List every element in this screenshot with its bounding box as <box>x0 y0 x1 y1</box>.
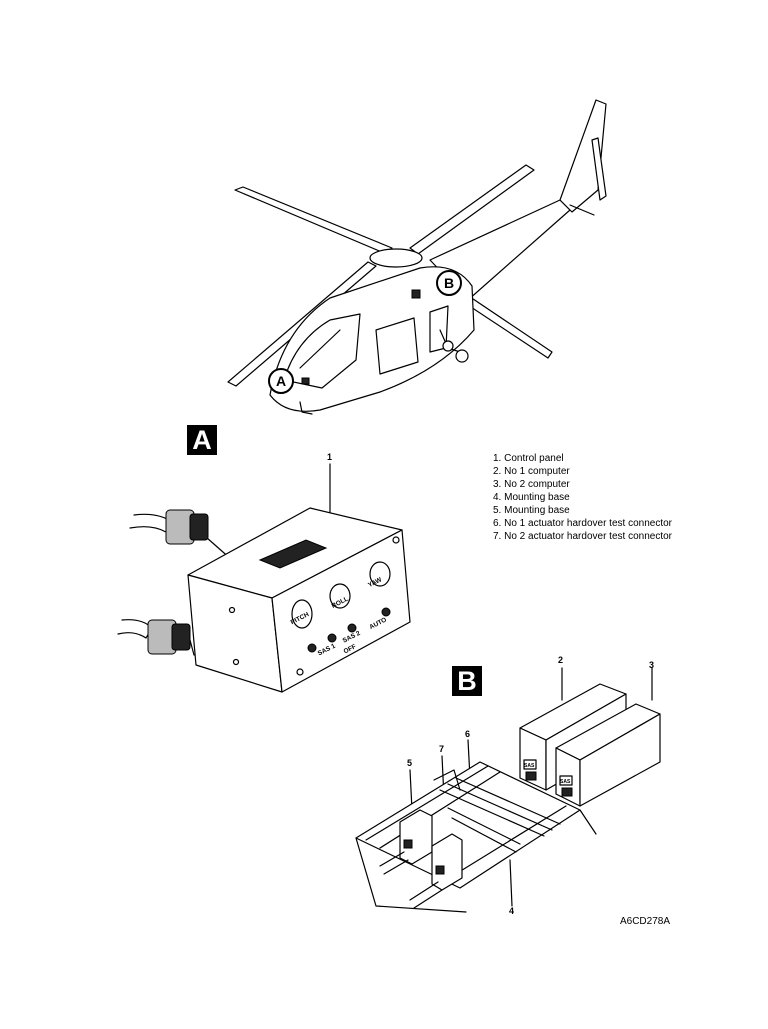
sas2-switch <box>327 633 337 643</box>
connector <box>165 509 209 545</box>
legend-item: 2. No 1 computer <box>493 466 570 477</box>
computer-label: SAS <box>560 779 571 785</box>
rotor-hub <box>369 248 423 268</box>
connector <box>147 619 191 655</box>
parts-legend: 1. Control panel 2. No 1 computer 3. No … <box>493 452 672 543</box>
landing-wheel <box>455 349 469 363</box>
sas1-switch <box>307 643 317 653</box>
legend-item: 4. Mounting base <box>493 492 570 503</box>
legend-item: 7. No 2 actuator hardover test connector <box>493 531 672 542</box>
mounting-base <box>355 761 597 913</box>
computer-label: SAS <box>524 763 535 769</box>
callout-2: 2 <box>558 655 564 665</box>
cabin-door <box>375 317 419 375</box>
figure-reference-code: A6CD278A <box>619 916 670 927</box>
callout-3: 3 <box>649 660 655 670</box>
callout-4: 4 <box>509 906 515 916</box>
helicopter-illustration <box>227 99 607 415</box>
detail-b-label: B <box>452 666 482 696</box>
no2-computer <box>555 703 661 807</box>
detail-a-callout: A <box>268 368 294 394</box>
panel-controls <box>228 536 400 676</box>
tail-rotor <box>591 137 607 201</box>
legend-item: 1. Control panel <box>493 453 564 464</box>
rotor-blade <box>227 261 377 387</box>
fuselage <box>269 266 475 412</box>
detail-b-callout: B <box>436 270 462 296</box>
yaw-dial <box>369 561 391 587</box>
detail-a-label: A <box>187 425 217 455</box>
roll-dial <box>329 583 351 609</box>
cable <box>117 619 153 639</box>
legend-item: 6. No 1 actuator hardover test connector <box>493 518 672 529</box>
callout-6: 6 <box>465 729 471 739</box>
control-panel-detail: PITCH ROLL YAW SAS 1 SAS 2 OFF AUTO <box>117 463 411 693</box>
legend-item: 5. Mounting base <box>493 505 570 516</box>
tail-fin <box>559 99 607 213</box>
vent-grille <box>258 539 328 569</box>
callout-7: 7 <box>439 744 445 754</box>
legend-item: 3. No 2 computer <box>493 479 570 490</box>
cockpit-window <box>283 313 361 389</box>
pitch-dial <box>291 599 313 629</box>
computer-detail: SAS SAS <box>355 667 661 913</box>
rotor-blade <box>234 186 393 254</box>
callout-1: 1 <box>327 452 333 462</box>
callout-5: 5 <box>407 758 413 768</box>
auto-switch <box>347 623 357 633</box>
